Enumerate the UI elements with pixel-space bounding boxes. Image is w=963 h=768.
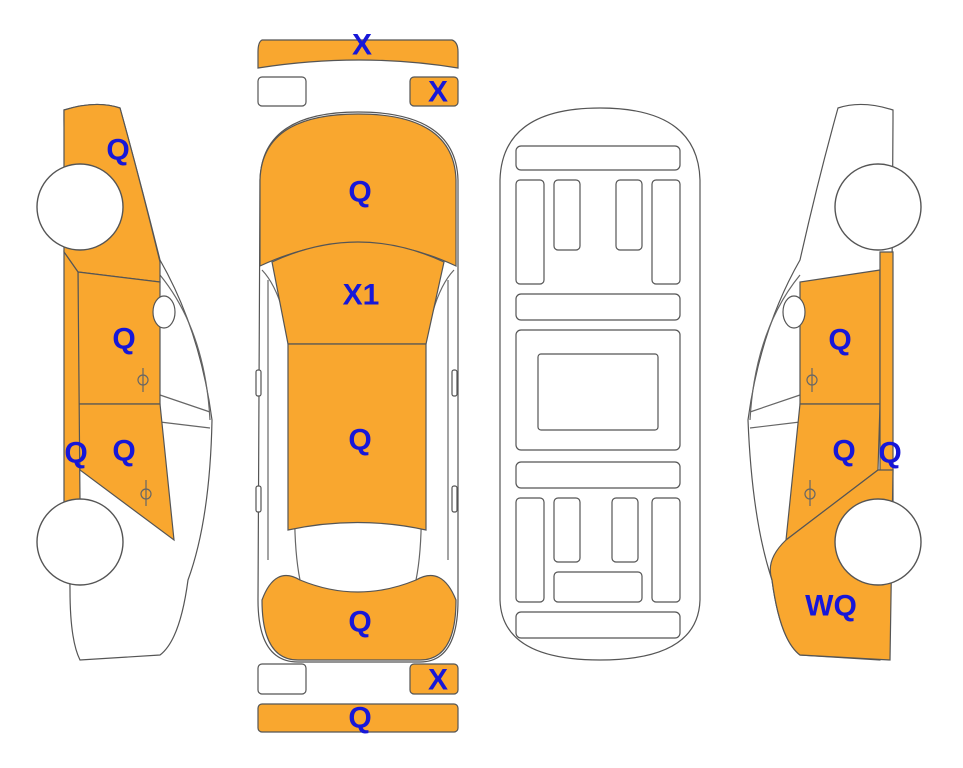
rear-right-corner-panel[interactable]: [409, 663, 459, 695]
code-right-rear-quarter: WQ: [805, 590, 857, 623]
roof-rear-panel[interactable]: [287, 343, 427, 531]
code-left-front-fender: Q: [106, 134, 129, 167]
left-rear-wheel: [36, 498, 124, 586]
code-left-front-door: Q: [112, 323, 135, 356]
code-left-rocker: Q: [64, 437, 87, 470]
code-rear-bumper: Q: [348, 702, 371, 735]
code-roof-front: X1: [343, 279, 380, 312]
code-right-rocker: Q: [878, 437, 901, 470]
code-hood: Q: [348, 176, 371, 209]
code-front-bumper-top: X: [352, 29, 372, 62]
code-roof-rear: Q: [348, 424, 371, 457]
code-left-rear-door: Q: [112, 435, 135, 468]
right-rear-wheel: [834, 498, 922, 586]
code-rear-right-corner: X: [428, 664, 448, 697]
trunk-panel[interactable]: [261, 575, 457, 661]
code-right-rear-door: Q: [832, 435, 855, 468]
front-bumper-panel[interactable]: [257, 39, 459, 69]
front-right-corner-panel[interactable]: [409, 76, 459, 107]
roof-front-panel[interactable]: [271, 241, 445, 345]
code-trunk: Q: [348, 606, 371, 639]
rear-bumper-panel[interactable]: [257, 703, 459, 733]
front-left-corner-panel[interactable]: [257, 76, 307, 107]
code-right-front-door: Q: [828, 324, 851, 357]
right-front-wheel: [834, 163, 922, 251]
left-front-wheel: [36, 163, 124, 251]
code-front-right-corner: X: [428, 76, 448, 109]
rear-left-corner-panel[interactable]: [257, 663, 307, 695]
